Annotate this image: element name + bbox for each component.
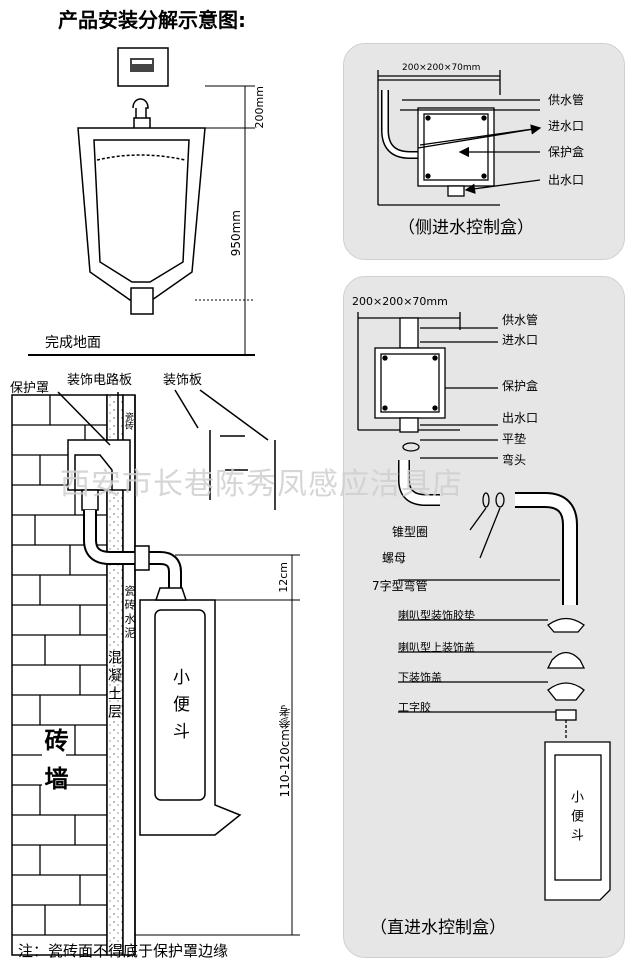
dim-110-120cm: 110-120cm参考	[278, 705, 292, 798]
direct-urinal-label: 小便斗	[568, 790, 583, 847]
direct-label-7-pipe: 7字型弯管	[372, 579, 428, 593]
label-concrete-layer: 混凝土层	[106, 650, 122, 722]
direct-inlet-drawing	[357, 312, 611, 901]
page-title: 产品安装分解示意图:	[58, 8, 246, 32]
side-caption: （侧进水控制盒）	[398, 218, 534, 238]
label-brick-wall: 砖墙	[40, 728, 68, 804]
label-protective-cover: 保护罩	[10, 381, 50, 396]
side-label-outlet: 出水口	[548, 173, 585, 187]
side-label-inlet: 进水口	[548, 119, 585, 133]
label-tile-cement: 瓷砖水泥	[123, 585, 136, 641]
direct-dims: 200×200×70mm	[352, 295, 448, 308]
direct-caption: （直进水控制盒）	[370, 918, 506, 938]
finished-floor-label: 完成地面	[45, 335, 101, 351]
direct-label-i-rubber: 工字胶	[398, 701, 431, 714]
side-dims: 200×200×70mm	[402, 63, 481, 73]
front-view-urinal	[28, 47, 255, 356]
dim-12cm: 12cm	[277, 562, 290, 593]
label-circuit-board: 装饰电路板	[67, 373, 133, 388]
direct-label-lower-cover: 下装饰盖	[398, 671, 442, 684]
wall-section-drawing	[11, 389, 300, 956]
dim-200mm: 200mm	[253, 86, 266, 129]
direct-label-horn-gasket: 喇叭型装饰胶垫	[398, 609, 475, 622]
label-decor-board: 装饰板	[163, 373, 203, 388]
label-urinal: 小便斗	[169, 668, 189, 749]
label-tile: 瓷砖	[123, 412, 133, 430]
direct-label-nut: 螺母	[382, 551, 407, 565]
direct-label-protect-box: 保护盒	[502, 379, 539, 393]
direct-label-inlet: 进水口	[502, 333, 539, 347]
installation-note: 注：瓷砖面不得底于保护罩边缘	[18, 942, 229, 960]
direct-label-supply-pipe: 供水管	[502, 313, 539, 327]
side-inlet-box-drawing	[377, 70, 542, 206]
dim-950mm: 950mm	[229, 210, 243, 257]
direct-label-outlet: 出水口	[502, 411, 539, 425]
direct-label-flat-washer: 平垫	[502, 432, 527, 446]
direct-label-elbow: 弯头	[502, 453, 527, 467]
side-label-protect-box: 保护盒	[548, 145, 585, 159]
direct-label-horn-upper-cover: 喇叭型上装饰盖	[398, 641, 475, 654]
side-label-supply-pipe: 供水管	[548, 93, 585, 107]
shop-watermark: 西安市长巷陈秀凤感应洁具店	[60, 467, 463, 502]
direct-label-cone-ring: 锥型圈	[392, 525, 429, 539]
